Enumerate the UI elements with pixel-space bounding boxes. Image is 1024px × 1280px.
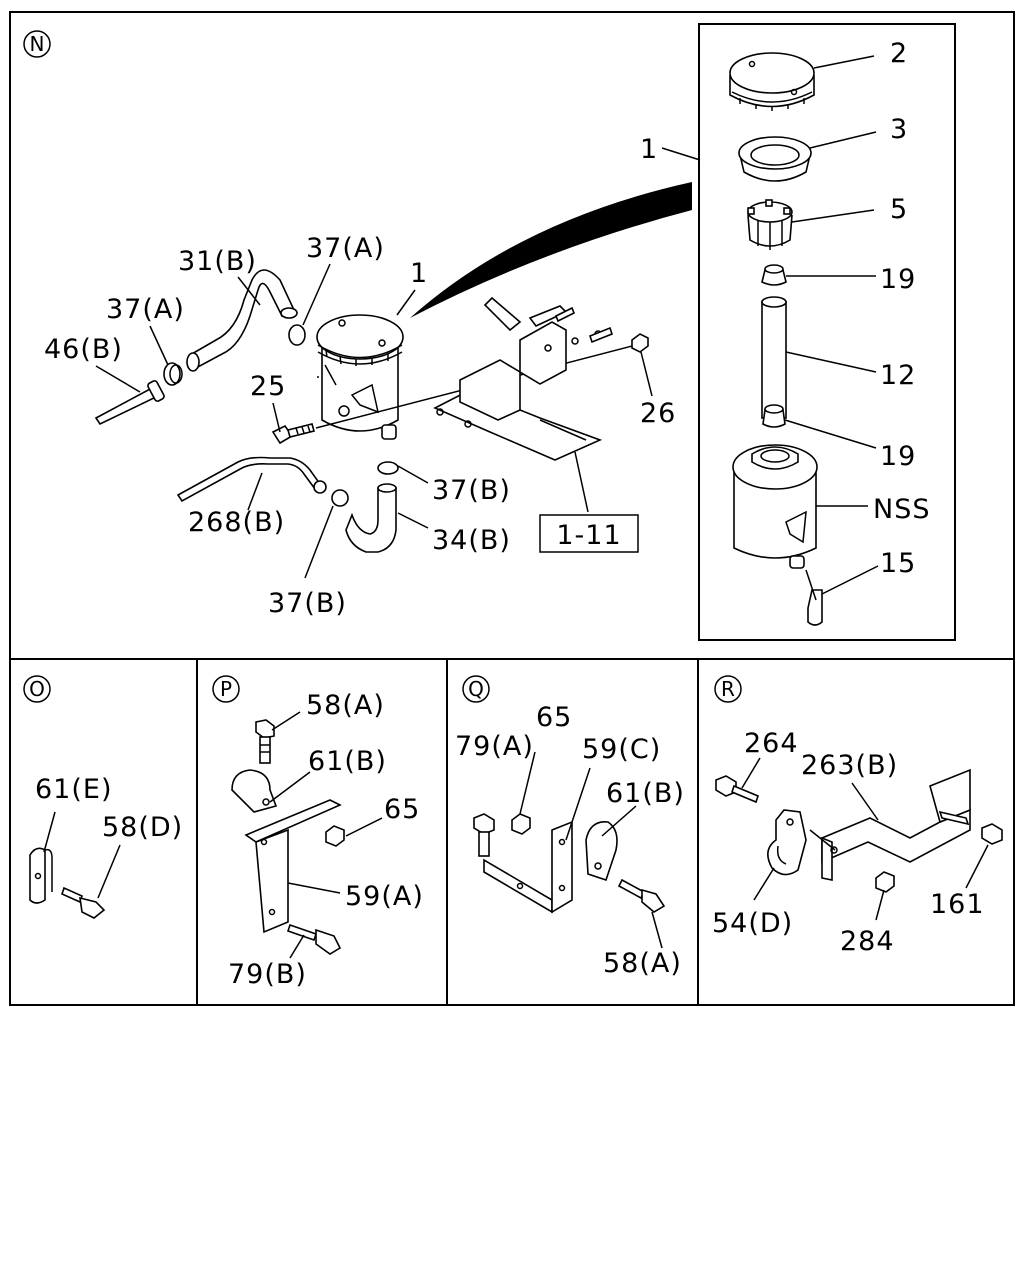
label-r-284: 284 (840, 926, 895, 957)
section-marker-q: Q (462, 675, 490, 703)
clamp-37b-right-drawing (377, 461, 399, 475)
section-q-drawing (473, 751, 666, 949)
hose-34b-drawing (345, 487, 397, 553)
label-q-61b: 61(B) (606, 778, 685, 809)
svg-text:Q: Q (468, 677, 484, 701)
inset-label-19-upper: 19 (880, 264, 916, 295)
inset-label-19-lower: 19 (880, 441, 916, 472)
label-o-58d: 58(D) (102, 812, 183, 843)
inset-label-3: 3 (890, 114, 908, 145)
label-q-65: 65 (536, 702, 572, 733)
svg-text:P: P (220, 677, 232, 701)
label-268b: 268(B) (188, 507, 285, 538)
section-p-drawing (231, 711, 383, 959)
label-r-264: 264 (744, 728, 799, 759)
label-46b: 46(B) (44, 334, 123, 365)
label-r-263b: 263(B) (801, 750, 898, 781)
section-o-drawing (29, 811, 121, 919)
inset-label-nss: NSS (873, 494, 930, 525)
svg-text:R: R (721, 677, 735, 701)
label-37b-right: 37(B) (432, 475, 511, 506)
section-marker-r: R (714, 675, 742, 703)
inset-label-2: 2 (890, 38, 908, 69)
inset-label-1: 1 (640, 134, 658, 165)
pipe-268b-drawing (176, 456, 322, 503)
inset-callout-swoosh (410, 182, 692, 318)
label-q-59c: 59(C) (582, 734, 661, 765)
label-1-main: 1 (410, 258, 428, 289)
inset-label-5: 5 (890, 194, 908, 225)
outer-frame (9, 11, 1015, 1006)
pipe-46b-drawing (94, 386, 158, 426)
ref-box-1-11 (539, 514, 639, 553)
label-37a-left: 37(A) (106, 294, 185, 325)
section-marker-n: N (23, 30, 51, 58)
inset-drawing (661, 52, 879, 626)
reservoir-inset-frame (698, 23, 956, 641)
svg-text:O: O (29, 677, 45, 701)
label-p-79b: 79(B) (228, 959, 307, 990)
label-p-58a: 58(A) (306, 690, 385, 721)
label-31b: 31(B) (178, 246, 257, 277)
reservoir-tank-drawing (316, 314, 404, 440)
clamp-37a-left-drawing (163, 362, 181, 386)
label-26: 26 (640, 398, 676, 429)
section-marker-p: P (212, 675, 240, 703)
label-25: 25 (250, 371, 286, 402)
section-n-drawing (94, 182, 692, 579)
bolt-25-drawing (271, 423, 315, 445)
section-r-drawing (715, 757, 1003, 921)
label-34b: 34(B) (432, 525, 511, 556)
nut-26-drawing (631, 333, 649, 353)
inset-label-12: 12 (880, 360, 916, 391)
clamp-37a-top-drawing (288, 324, 306, 346)
bracket-1-11-drawing (433, 296, 613, 461)
inset-label-15: 15 (880, 548, 916, 579)
section-marker-o: O (23, 675, 51, 703)
label-ref-1-11: 1-11 (556, 520, 621, 551)
label-37b-bottom: 37(B) (268, 588, 347, 619)
clamp-37b-bottom-drawing (331, 489, 349, 507)
label-r-161: 161 (930, 889, 985, 920)
label-q-79a: 79(A) (455, 731, 534, 762)
label-o-61e: 61(E) (35, 774, 112, 805)
label-p-59a: 59(A) (345, 881, 424, 912)
label-p-61b: 61(B) (308, 746, 387, 777)
label-r-54d: 54(D) (712, 908, 793, 939)
label-q-58a: 58(A) (603, 948, 682, 979)
label-37a-top: 37(A) (306, 233, 385, 264)
label-p-65: 65 (384, 794, 420, 825)
hose-31b-drawing (188, 269, 296, 370)
svg-text:N: N (30, 32, 45, 56)
